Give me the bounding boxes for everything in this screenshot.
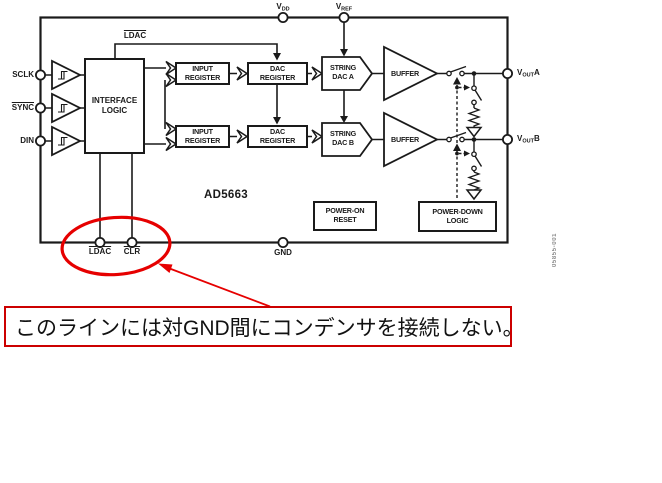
annotation-callout-box: このラインには対GND間にコンデンサを接続しない。 <box>4 306 512 347</box>
buffer-a-shape <box>383 45 440 102</box>
string-dac-a-shape <box>321 56 374 91</box>
schmitt-input-din <box>45 125 84 157</box>
register-link-lines <box>230 72 312 138</box>
input-register-a-block: INPUT REGISTER <box>175 62 230 85</box>
pin-vref <box>338 11 350 23</box>
pin-vout-b <box>501 133 513 145</box>
power-down-control <box>453 77 470 199</box>
pin-clr <box>126 236 138 248</box>
pin-label-gnd: GND <box>274 248 292 257</box>
power-down-logic-block: POWER-DOWN LOGIC <box>418 201 497 232</box>
input-register-b-block: INPUT REGISTER <box>175 125 230 148</box>
ldac-net <box>114 43 278 58</box>
pin-ldac <box>94 236 106 248</box>
ldac-clr-stems <box>99 154 133 238</box>
dac-register-b-block: DAC REGISTER <box>247 125 308 148</box>
buffer-a-label: BUFFER <box>391 69 419 78</box>
resistor-icon <box>467 171 481 191</box>
pin-label-vref: VREF <box>335 2 353 13</box>
buffer-b-shape <box>383 111 440 168</box>
hysteresis-icon <box>58 136 68 146</box>
ldac-net-label: LDAC <box>123 31 147 40</box>
pin-label-vdd: VDD <box>276 2 290 13</box>
resistor-icon <box>467 107 481 128</box>
pin-label-din: DIN <box>20 136 34 145</box>
chip-outline <box>39 16 509 244</box>
pin-vout-a <box>501 68 513 80</box>
string-dac-b-shape <box>321 122 374 157</box>
pin-sclk <box>35 69 47 81</box>
schmitt-input-sync <box>45 92 84 124</box>
highlight-ellipse <box>60 215 172 277</box>
hysteresis-icon <box>58 70 68 80</box>
output-switch-a <box>437 65 503 138</box>
buffer-b-label: BUFFER <box>391 135 419 144</box>
wires-and-shapes <box>35 11 513 248</box>
ground-icon <box>465 189 483 201</box>
interface-bus-lines <box>145 67 166 145</box>
pin-label-ldac: LDAC <box>88 247 112 256</box>
string-dac-b-label: STRING DAC B <box>330 129 356 147</box>
part-number: AD5663 <box>204 189 248 201</box>
schmitt-input-sclk <box>45 59 84 91</box>
pin-sync <box>35 102 47 114</box>
power-on-reset-block: POWER-ON RESET <box>313 201 377 231</box>
pin-label-clr: CLR <box>123 247 141 256</box>
pin-label-vout-b: VOUTB <box>517 134 540 145</box>
pin-label-vout-a: VOUTA <box>517 68 540 79</box>
pin-din <box>35 135 47 147</box>
hysteresis-icon <box>58 103 68 113</box>
pin-gnd <box>277 236 289 248</box>
package-pins <box>35 11 513 248</box>
ground-icon <box>465 126 483 138</box>
pin-label-sync: SYNC <box>11 103 34 112</box>
bus-chevrons <box>165 60 324 152</box>
string-dac-a-label: STRING DAC A <box>330 63 356 81</box>
interface-logic-block: INTERFACE LOGIC <box>84 58 145 154</box>
output-switch-b <box>437 131 503 201</box>
pin-vdd <box>277 11 289 23</box>
callout-arrowhead-icon <box>158 263 173 273</box>
annotation-text: このラインには対GND間にコンデンサを接続しない。 <box>15 316 512 340</box>
figure-code: 05855-001 <box>552 232 558 267</box>
dac-register-a-block: DAC REGISTER <box>247 62 308 85</box>
callout-line <box>166 266 271 308</box>
red-highlight-overlay <box>60 215 271 308</box>
pin-label-sclk: SCLK <box>12 70 34 79</box>
